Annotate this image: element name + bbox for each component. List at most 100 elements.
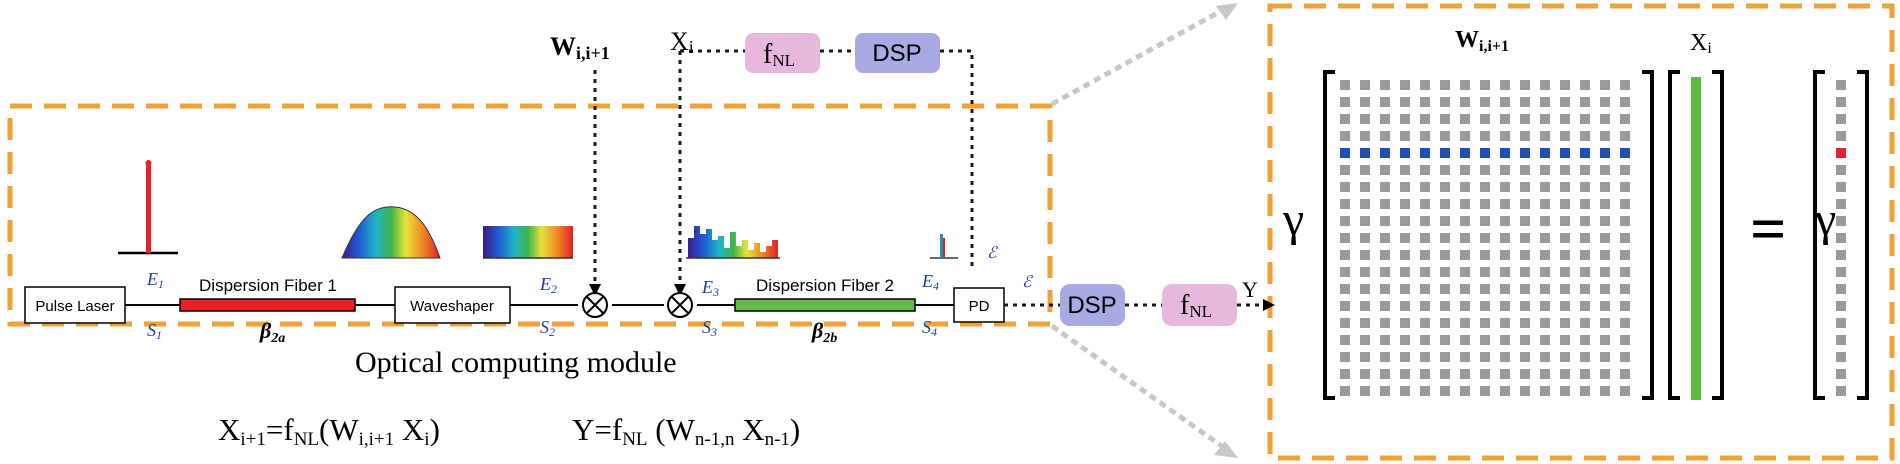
matrix-cell	[1600, 250, 1610, 260]
matrix-cell	[1620, 267, 1630, 277]
matrix-cell	[1440, 216, 1450, 226]
matrix-cell	[1620, 318, 1630, 328]
matrix-cell	[1620, 131, 1630, 141]
matrix-cell	[1400, 250, 1410, 260]
feedback-top-line	[680, 49, 974, 268]
output-cell	[1836, 335, 1846, 345]
matrix-cell	[1480, 284, 1490, 294]
matrix-cell	[1380, 80, 1390, 90]
matrix-cell	[1480, 352, 1490, 362]
matrix-cell	[1400, 301, 1410, 311]
matrix-cell	[1560, 250, 1570, 260]
matrix-cell	[1560, 182, 1570, 192]
matrix-cell	[1600, 80, 1610, 90]
vector-cell	[1691, 128, 1701, 145]
matrix-cell	[1440, 80, 1450, 90]
matrix-cell	[1520, 114, 1530, 124]
matrix-cell	[1360, 199, 1370, 209]
matrix-cell	[1380, 182, 1390, 192]
matrix-cell	[1460, 131, 1470, 141]
matrix-cell	[1380, 148, 1390, 158]
matrix-cell	[1400, 267, 1410, 277]
output-cell	[1836, 369, 1846, 379]
matrix-cell	[1420, 335, 1430, 345]
matrix-cell	[1580, 284, 1590, 294]
matrix-cell	[1440, 250, 1450, 260]
matrix-cell	[1620, 233, 1630, 243]
feedback-dsp-label: DSP	[872, 40, 921, 67]
matrix-cell	[1420, 318, 1430, 328]
matrix-cell	[1420, 386, 1430, 396]
zoom-arrow-bottom	[1214, 441, 1238, 458]
matrix-cell	[1380, 369, 1390, 379]
matrix-cell	[1360, 301, 1370, 311]
matrix-cell	[1500, 131, 1510, 141]
matrix-cell	[1460, 199, 1470, 209]
matrix-cell	[1400, 148, 1410, 158]
matrix-cell	[1480, 165, 1490, 175]
matrix-cell	[1340, 97, 1350, 107]
matrix-cell	[1480, 216, 1490, 226]
matrix-cell	[1560, 148, 1570, 158]
matrix-cell	[1540, 335, 1550, 345]
matrix-cell	[1560, 233, 1570, 243]
matrix-cell	[1620, 250, 1630, 260]
matrix-cell	[1360, 165, 1370, 175]
matrix-cell	[1620, 386, 1630, 396]
matrix-cell	[1420, 301, 1430, 311]
matrix-cell	[1380, 386, 1390, 396]
matrix-cell	[1620, 335, 1630, 345]
matrix-cell	[1400, 216, 1410, 226]
matrix-cell	[1480, 386, 1490, 396]
matrix-cell	[1440, 335, 1450, 345]
matrix-cell	[1360, 80, 1370, 90]
matrix-cell	[1580, 216, 1590, 226]
matrix-cell	[1520, 131, 1530, 141]
matrix-cell	[1460, 386, 1470, 396]
pd-label: PD	[969, 298, 990, 315]
matrix-brackets	[1323, 70, 1869, 400]
flat-spectrum-icon	[483, 226, 573, 259]
encoded-spectrum-icon	[686, 226, 780, 259]
vector-cell	[1691, 281, 1701, 298]
matrix-cell	[1560, 199, 1570, 209]
matrix-cell	[1440, 97, 1450, 107]
matrix-cell	[1620, 80, 1630, 90]
matrix-cell	[1580, 148, 1590, 158]
matrix-cell	[1520, 148, 1530, 158]
matrix-cell	[1340, 352, 1350, 362]
vector-cell	[1691, 213, 1701, 230]
matrix-cell	[1520, 267, 1530, 277]
matrix-cell	[1420, 250, 1430, 260]
matrix-cell	[1560, 369, 1570, 379]
vector-cell	[1691, 145, 1701, 162]
matrix-cell	[1420, 267, 1430, 277]
matrix-cell	[1460, 352, 1470, 362]
matrix-cell	[1520, 80, 1530, 90]
vector-cell	[1691, 196, 1701, 213]
waveshaper-box	[394, 286, 511, 324]
matrix-cell	[1520, 352, 1530, 362]
chirped-spectrum-icon	[341, 206, 441, 259]
matrix-cell	[1580, 182, 1590, 192]
matrix-cell	[1420, 182, 1430, 192]
vector-cell	[1691, 315, 1701, 332]
feedback-fnl-label: fNL	[763, 39, 795, 70]
gamma-left: γ	[1282, 193, 1304, 246]
matrix-cell	[1420, 114, 1430, 124]
matrix-cell	[1480, 199, 1490, 209]
matrix-cell	[1460, 148, 1470, 158]
output-fnl-label: fNL	[1180, 290, 1212, 321]
output-cell	[1836, 114, 1846, 124]
matrix-cell	[1380, 301, 1390, 311]
matrix-cell	[1580, 369, 1590, 379]
matrix-cell	[1620, 284, 1630, 294]
matrix-cell	[1400, 284, 1410, 294]
matrix-cell	[1420, 233, 1430, 243]
matrix-cell	[1420, 131, 1430, 141]
matrix-cell	[1380, 267, 1390, 277]
vector-cell	[1691, 230, 1701, 247]
zoom-frame	[1267, 3, 1895, 461]
matrix-cell	[1380, 335, 1390, 345]
matrix-cell	[1480, 114, 1490, 124]
